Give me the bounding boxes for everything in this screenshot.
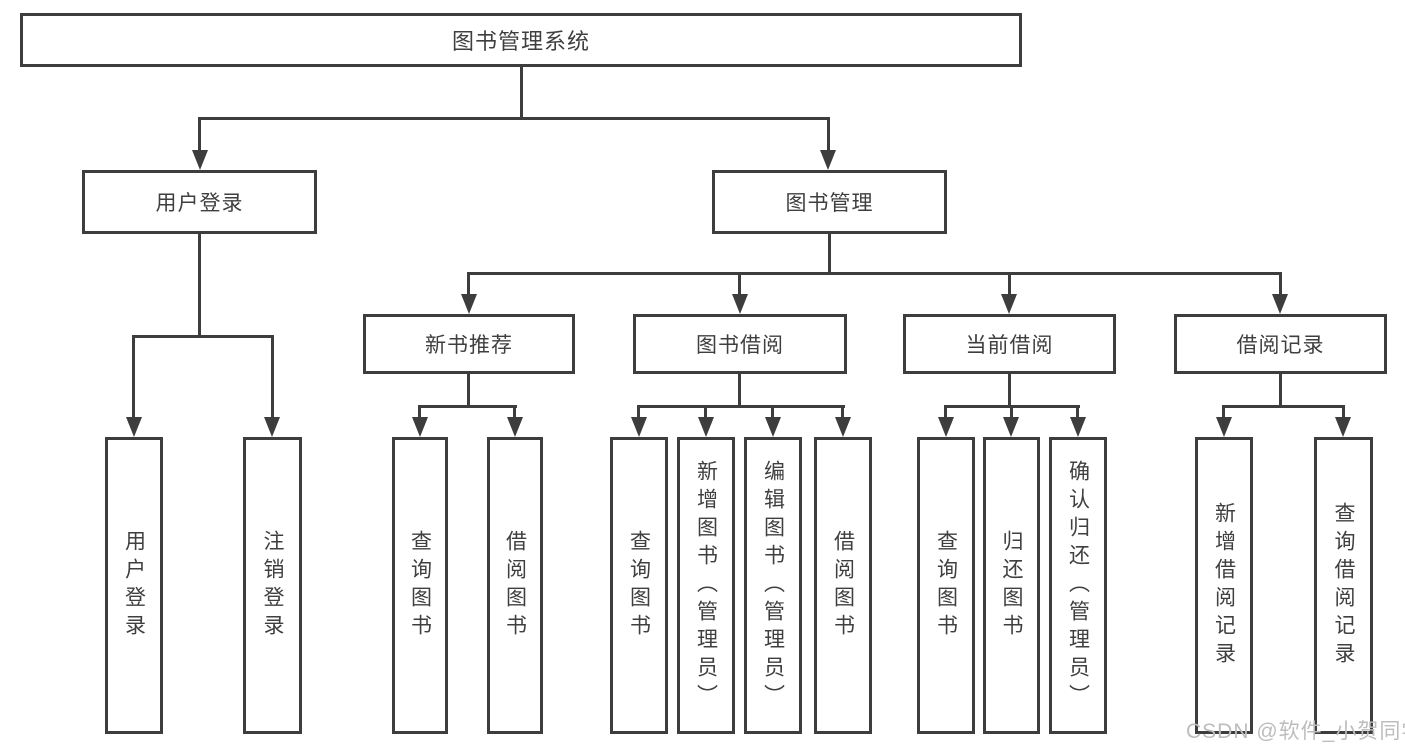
line-segment	[738, 272, 741, 297]
watermark: CSDN @软件_小贺同学	[1186, 720, 1405, 743]
node-new-book-recommend: 新书推荐	[363, 314, 575, 374]
arrowhead-icon	[507, 417, 523, 437]
line-segment	[132, 335, 274, 338]
line-segment	[771, 405, 774, 419]
line-segment	[198, 117, 830, 120]
line-segment	[637, 405, 640, 419]
leaf-query-books-borrow: 查询图书	[610, 437, 668, 734]
node-user-login: 用户登录	[82, 170, 317, 234]
line-segment	[704, 405, 707, 419]
arrowhead-icon	[1335, 417, 1351, 437]
node-borrow-records: 借阅记录	[1174, 314, 1387, 374]
node-current-borrow: 当前借阅	[903, 314, 1116, 374]
arrowhead-icon	[938, 417, 954, 437]
arrowhead-icon	[1003, 417, 1019, 437]
line-segment	[418, 405, 517, 408]
line-segment	[828, 234, 831, 272]
arrowhead-icon	[698, 417, 714, 437]
leaf-query-books-current: 查询图书	[917, 437, 975, 734]
line-segment	[637, 405, 845, 408]
line-segment	[1279, 272, 1282, 297]
leaf-borrow-books-borrow: 借阅图书	[814, 437, 872, 734]
line-segment	[467, 272, 1282, 275]
line-segment	[1008, 374, 1011, 405]
leaf-add-borrow-record: 新增借阅记录	[1195, 437, 1253, 734]
arrowhead-icon	[1216, 417, 1232, 437]
line-segment	[198, 117, 201, 152]
line-segment	[1279, 374, 1282, 405]
arrowhead-icon	[835, 417, 851, 437]
arrowhead-icon	[461, 294, 477, 314]
line-segment	[1342, 405, 1345, 419]
arrowhead-icon	[631, 417, 647, 437]
arrowhead-icon	[1001, 294, 1017, 314]
line-segment	[467, 272, 470, 297]
leaf-user-login: 用户登录	[105, 437, 163, 734]
node-book-borrow: 图书借阅	[633, 314, 847, 374]
line-segment	[1076, 405, 1079, 419]
leaf-confirm-return-admin: 确认归还（管理员）	[1049, 437, 1107, 734]
leaf-edit-book-admin: 编辑图书（管理员）	[744, 437, 802, 734]
line-segment	[198, 234, 201, 335]
line-segment	[418, 405, 421, 419]
arrowhead-icon	[765, 417, 781, 437]
leaf-borrow-books-recommend: 借阅图书	[487, 437, 543, 734]
arrowhead-icon	[412, 417, 428, 437]
leaf-query-books-recommend: 查询图书	[392, 437, 448, 734]
line-segment	[1222, 405, 1225, 419]
arrowhead-icon	[192, 150, 208, 170]
arrowhead-icon	[264, 417, 280, 437]
leaf-query-borrow-record: 查询借阅记录	[1314, 437, 1373, 734]
arrowhead-icon	[1070, 417, 1086, 437]
node-library-management-system: 图书管理系统	[20, 13, 1022, 67]
line-segment	[738, 374, 741, 405]
line-segment	[467, 374, 470, 405]
line-segment	[1222, 405, 1345, 408]
arrowhead-icon	[126, 417, 142, 437]
line-segment	[827, 117, 830, 152]
arrowhead-icon	[820, 150, 836, 170]
arrowhead-icon	[732, 294, 748, 314]
leaf-return-book: 归还图书	[983, 437, 1040, 734]
line-segment	[944, 405, 947, 419]
line-segment	[841, 405, 844, 419]
leaf-logout: 注销登录	[243, 437, 302, 734]
line-segment	[1008, 272, 1011, 297]
leaf-add-book-admin: 新增图书（管理员）	[677, 437, 735, 734]
line-segment	[520, 67, 523, 117]
arrowhead-icon	[1272, 294, 1288, 314]
line-segment	[132, 335, 135, 419]
line-segment	[1010, 405, 1013, 419]
line-segment	[271, 335, 274, 419]
line-segment	[513, 405, 516, 419]
node-book-management: 图书管理	[712, 170, 947, 234]
